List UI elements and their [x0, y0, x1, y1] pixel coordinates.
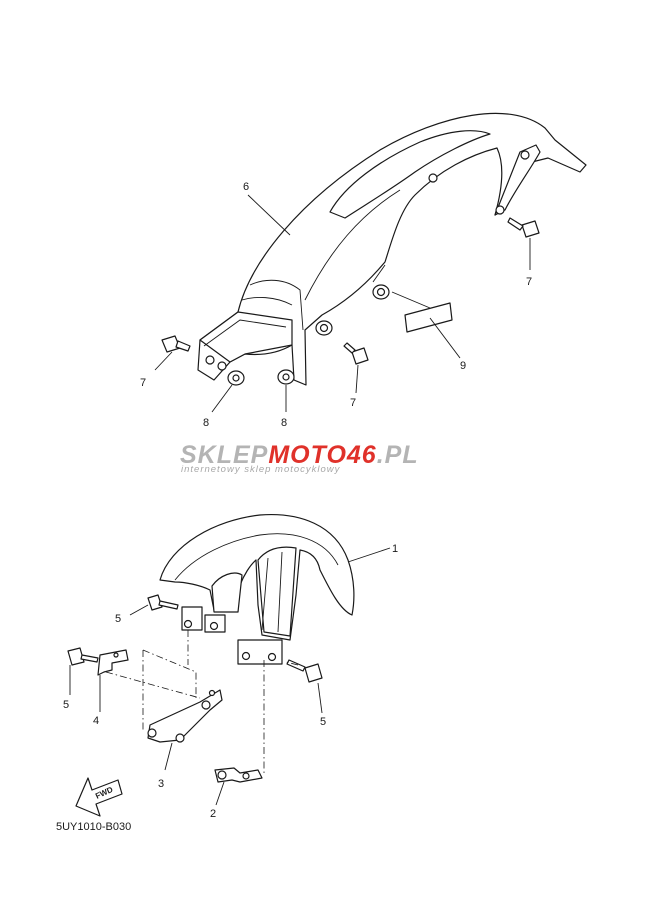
collar-8-left	[211, 370, 245, 413]
diagram-code: 5UY1010-B030	[56, 821, 131, 833]
callout-6: 6	[243, 181, 249, 193]
clamp-part-2	[214, 767, 263, 806]
watermark-tagline: internetowy sklep motocyklowy	[181, 464, 341, 475]
assembly-lines	[105, 630, 299, 775]
callout-3: 3	[158, 778, 164, 790]
bolt-5-upper	[129, 594, 179, 616]
callout-5-right: 5	[320, 716, 326, 728]
callout-5-upper: 5	[115, 613, 121, 625]
bolt-7-rear	[507, 217, 540, 270]
leader-1	[347, 547, 391, 563]
callout-1: 1	[392, 543, 398, 555]
watermark-part1: SKLEP	[180, 441, 268, 469]
bolt-5-left	[67, 647, 99, 695]
callout-9: 9	[460, 360, 466, 372]
bolt-7-mid	[343, 342, 369, 394]
brace-part-3	[147, 689, 223, 771]
rear-fender	[197, 112, 587, 386]
leader-6	[247, 194, 291, 236]
bolt-5-right	[286, 659, 323, 714]
front-fender	[159, 513, 355, 665]
clip-part-4	[97, 649, 129, 712]
callout-7-rear: 7	[526, 276, 532, 288]
bolt-7-front	[154, 335, 191, 371]
callout-2: 2	[210, 808, 216, 820]
fwd-arrow-icon: FWD	[75, 777, 123, 817]
decal-part-9	[391, 291, 461, 359]
callout-7-front: 7	[140, 377, 146, 389]
callout-8-right: 8	[281, 417, 287, 429]
callout-4: 4	[93, 715, 99, 727]
watermark-logo: SKLEPMOTO46.PL internetowy sklep motocyk…	[180, 441, 419, 475]
callout-7-mid: 7	[350, 397, 356, 409]
watermark-part2: MOTO	[268, 441, 347, 469]
watermark-part4: .PL	[377, 441, 419, 469]
callout-5-left: 5	[63, 699, 69, 711]
collar-8-right	[277, 369, 295, 412]
callout-8-left: 8	[203, 417, 209, 429]
svg-text:SKLEPMOTO46.PL: SKLEPMOTO46.PL	[180, 441, 419, 469]
watermark-part3: 46	[346, 441, 377, 469]
